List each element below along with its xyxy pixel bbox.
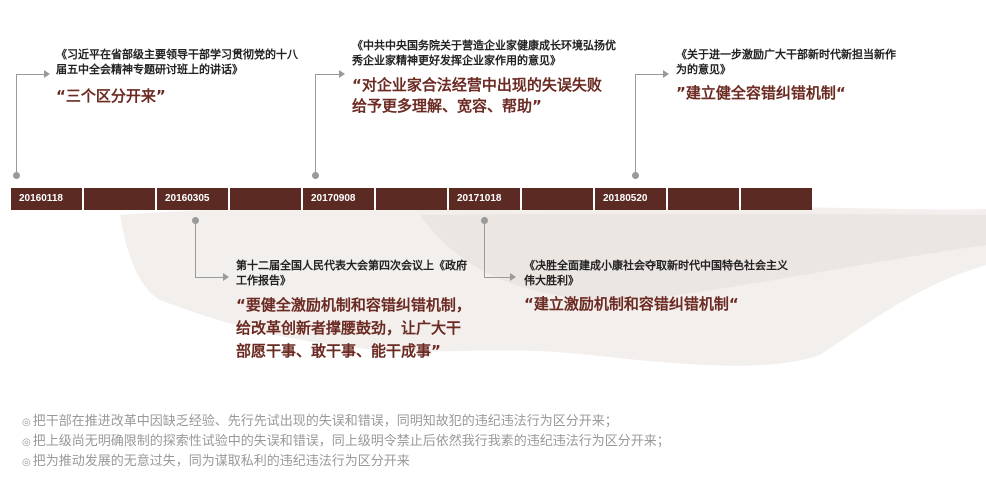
note-text: 把上级尚无明确限制的探索性试验中的失误和错误，同上级明令禁止后依然我行我素的违纪… (32, 434, 670, 449)
timeline-segment: 20171018 (449, 188, 520, 210)
note-text: 把干部在推进改革中因缺乏经验、先行先试出现的失误和错误，同明知故犯的违纪违法行为… (32, 414, 618, 429)
timeline-segment (522, 188, 593, 210)
note-item: ◎把干部在推进改革中因缺乏经验、先行先试出现的失误和错误，同明知故犯的违纪违法行… (22, 412, 670, 432)
timeline-segment: 20180520 (595, 188, 666, 210)
timeline-bar: 20160118 20160305 20170908 20171018 2018… (11, 188, 812, 210)
connector-dot (632, 172, 639, 179)
timeline-segment (741, 188, 812, 210)
arrow-right-icon (663, 70, 669, 78)
timeline-segment: 20170908 (303, 188, 374, 210)
connector-line (16, 74, 44, 75)
connector-line (635, 74, 663, 75)
connector-dot (13, 172, 20, 179)
timeline-segment (230, 188, 301, 210)
note-item: ◎把为推动发展的无意过失，同为谋取私利的违纪违法行为区分开来 (22, 452, 670, 472)
note-item: ◎把上级尚无明确限制的探索性试验中的失误和错误，同上级明令禁止后依然我行我素的违… (22, 432, 670, 452)
event-quote: ”建立健全容错纠错机制“ (676, 84, 846, 102)
event-quote: “要健全激励机制和容错纠错机制，给改革创新者撑腰鼓劲，让广大干部愿干事、敢干事、… (236, 296, 471, 360)
connector-line (315, 74, 316, 174)
timeline-segment (376, 188, 447, 210)
connector-line (195, 221, 196, 277)
note-text: 把为推动发展的无意过失，同为谋取私利的违纪违法行为区分开来 (32, 454, 410, 469)
event-source: 《决胜全面建成小康社会夺取新时代中国特色社会主义伟大胜利》 (524, 259, 788, 287)
event-quote: “建立激励机制和容错纠错机制“ (524, 295, 739, 313)
arrow-right-icon (339, 70, 345, 78)
circle-bullet-icon: ◎ (22, 417, 31, 428)
timeline-segment (84, 188, 155, 210)
event-source: 第十二届全国人民代表大会第四次会议上《政府工作报告》 (236, 259, 467, 287)
event-source: 《关于进一步激励广大干部新时代新担当新作为的意见》 (676, 48, 896, 76)
connector-dot (192, 217, 199, 224)
event-source: 《习近平在省部级主要领导干部学习贯彻党的十八届五中全会精神专题研讨班上的讲话》 (56, 48, 298, 76)
timeline-segment (668, 188, 739, 210)
circle-bullet-icon: ◎ (22, 437, 31, 448)
arrow-right-icon (510, 273, 516, 281)
event-quote: “对企业家合法经营中出现的失误失败给予更多理解、宽容、帮助” (352, 76, 602, 115)
brush-stroke-background (120, 206, 986, 366)
circle-bullet-icon: ◎ (22, 457, 31, 468)
notes-list: ◎把干部在推进改革中因缺乏经验、先行先试出现的失误和错误，同明知故犯的违纪违法行… (22, 412, 670, 472)
connector-line (16, 74, 17, 174)
timeline-segment: 20160305 (157, 188, 228, 210)
connector-line (635, 74, 636, 174)
connector-line (484, 277, 510, 278)
event-quote: “三个区分开来” (56, 87, 166, 105)
connector-line (195, 277, 223, 278)
arrow-right-icon (223, 273, 229, 281)
event-source: 《中共中央国务院关于营造企业家健康成长环境弘扬优秀企业家精神更好发挥企业家作用的… (352, 39, 616, 67)
connector-line (315, 74, 339, 75)
connector-line (484, 221, 485, 277)
connector-dot (312, 172, 319, 179)
connector-dot (481, 217, 488, 224)
arrow-right-icon (44, 70, 50, 78)
timeline-segment: 20160118 (11, 188, 82, 210)
